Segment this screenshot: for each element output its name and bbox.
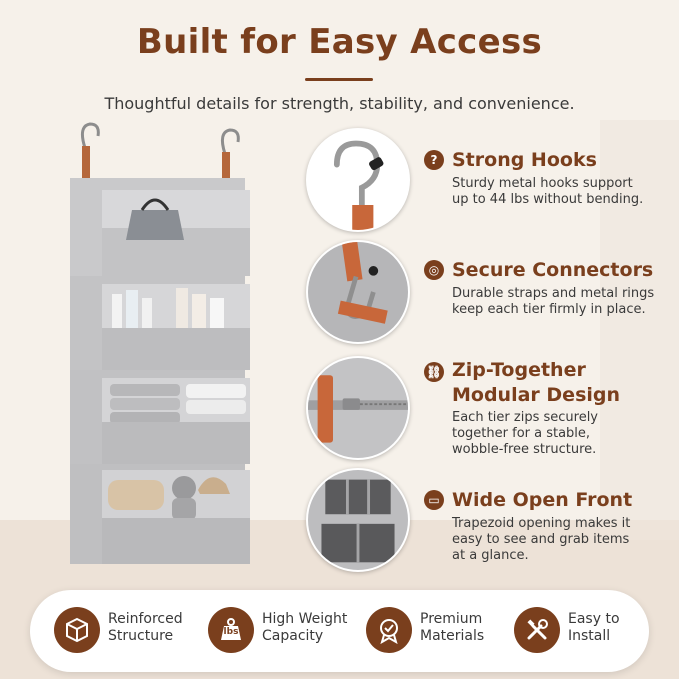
connector-closeup-image bbox=[306, 240, 410, 344]
feature-wide-open-front: ▭ Wide Open Front Trapezoid opening make… bbox=[300, 468, 679, 580]
feature-title: Zip-Together bbox=[452, 359, 586, 381]
page-subtitle: Thoughtful details for strength, stabili… bbox=[104, 94, 575, 113]
badge-label: High Weight bbox=[262, 611, 348, 627]
feature-desc-line: up to 44 lbs without bending. bbox=[452, 192, 644, 207]
feature-title: Wide Open Front bbox=[452, 489, 633, 511]
badge-label-line2: Materials bbox=[420, 628, 485, 644]
badge-easy-to-install: Easy to Install bbox=[514, 605, 644, 657]
badge-high-weight-capacity: lbs High Weight Capacity bbox=[208, 605, 358, 657]
feature-desc-line: Durable straps and metal rings bbox=[452, 286, 655, 301]
badge-premium-materials: Premium Materials bbox=[366, 605, 506, 657]
feature-desc-line: together for a stable, bbox=[452, 426, 591, 441]
feature-desc-line: Sturdy metal hooks support bbox=[452, 176, 633, 191]
badge-label-line2: Install bbox=[568, 628, 611, 644]
feature-title-line2: Modular Design bbox=[452, 384, 621, 406]
open-front-closeup-image bbox=[306, 468, 410, 572]
award-ribbon-icon bbox=[366, 607, 412, 653]
feature-title: Secure Connectors bbox=[452, 259, 654, 281]
feature-title: Strong Hooks bbox=[452, 149, 597, 171]
feature-zip-together: ⛓ Zip-Together Modular Design Each tier … bbox=[300, 356, 679, 468]
link-icon: ⛓ bbox=[424, 362, 444, 382]
box-icon: ▭ bbox=[424, 490, 444, 510]
feature-desc-line: Trapezoid opening makes it bbox=[452, 516, 631, 531]
feature-desc-line: easy to see and grab items bbox=[452, 532, 630, 547]
hanging-organizer-image bbox=[70, 122, 250, 564]
feature-strong-hooks: ? Strong Hooks Sturdy metal hooks suppor… bbox=[300, 128, 679, 240]
feature-desc-line: keep each tier firmly in place. bbox=[452, 302, 646, 317]
cube-frame-icon bbox=[54, 607, 100, 653]
badge-label: Easy to bbox=[568, 611, 620, 627]
tools-icon bbox=[514, 607, 560, 653]
feature-desc-line: Each tier zips securely bbox=[452, 410, 598, 425]
weight-icon-label: lbs bbox=[223, 627, 239, 637]
ring-icon: ◎ bbox=[424, 260, 444, 280]
zipper-closeup-image bbox=[306, 356, 410, 460]
feature-desc-line: wobble-free structure. bbox=[452, 442, 597, 457]
benefits-bar: Reinforced Structure lbs High Weight Cap… bbox=[30, 590, 649, 672]
feature-secure-connectors: ◎ Secure Connectors Durable straps and m… bbox=[300, 240, 679, 352]
badge-label: Reinforced bbox=[108, 611, 183, 627]
badge-label-line2: Capacity bbox=[262, 628, 324, 644]
badge-label-line2: Structure bbox=[108, 628, 174, 644]
hook-closeup-image bbox=[306, 128, 410, 232]
feature-desc-line: at a glance. bbox=[452, 548, 529, 563]
question-icon: ? bbox=[424, 150, 444, 170]
title-divider bbox=[305, 78, 373, 81]
badge-label: Premium bbox=[420, 611, 483, 627]
page-title: Built for Easy Access bbox=[136, 22, 543, 62]
weight-icon: lbs bbox=[208, 607, 254, 653]
badge-reinforced-structure: Reinforced Structure bbox=[54, 605, 204, 657]
